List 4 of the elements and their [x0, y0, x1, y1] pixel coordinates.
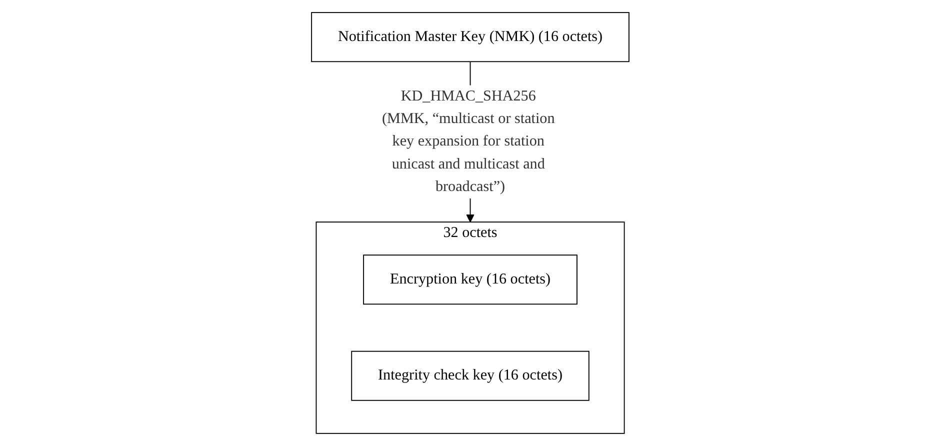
node-box: Encryption key (16 octets) — [363, 254, 578, 305]
node-box: Integrity check key (16 octets) — [351, 350, 590, 401]
edge-label: KD_HMAC_SHA256 (MMK, “multicast or station key expansion for station unicast and multicast and broadcast”) — [382, 88, 555, 195]
node-box: Notification Master Key (NMK) (16 octets) — [311, 12, 630, 62]
